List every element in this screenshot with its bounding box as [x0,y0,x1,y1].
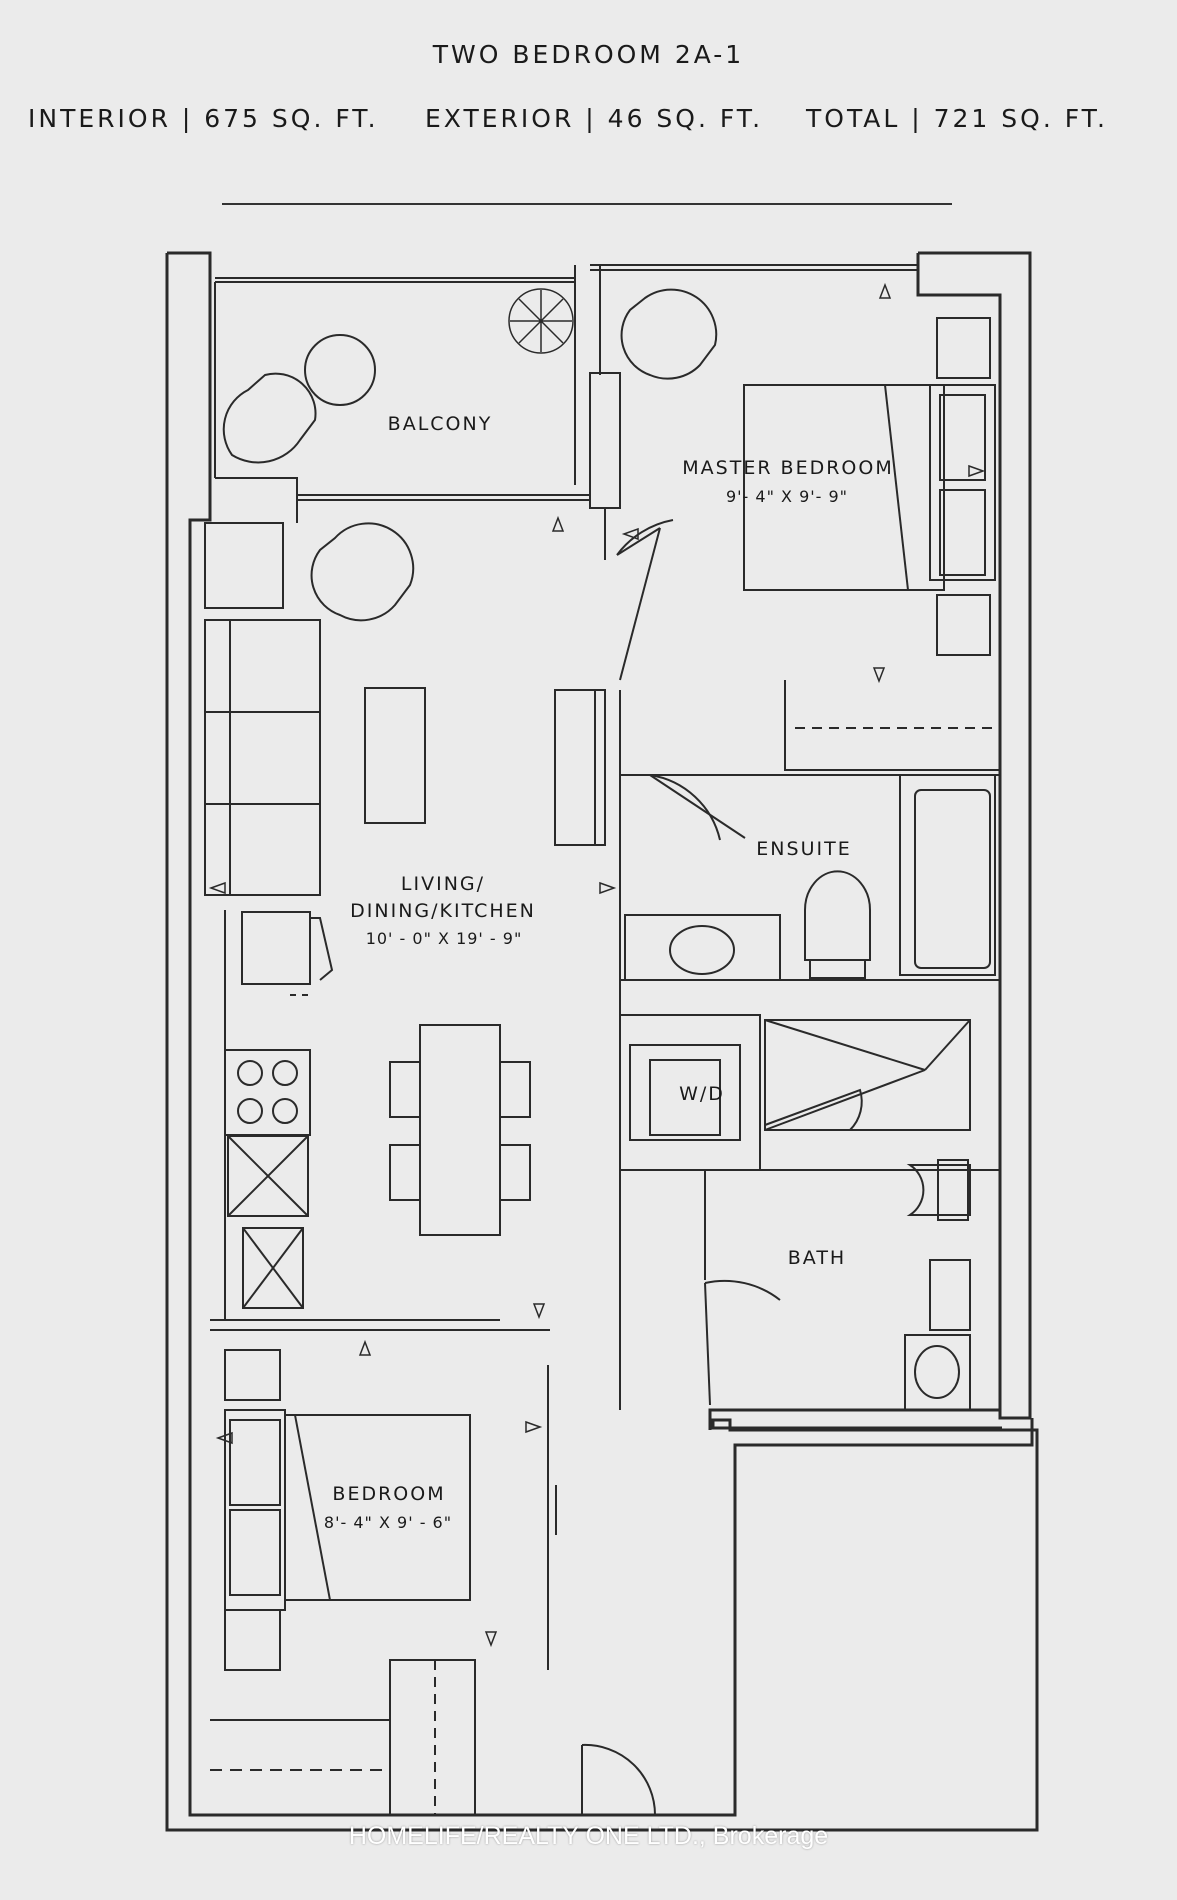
master-bedroom-dims: 9'- 4" X 9'- 9" [725,487,849,506]
living-dims: 10' - 0" X 19' - 9" [365,929,523,948]
total-area: TOTAL | 721 SQ. FT. [806,104,1108,133]
ensuite-area [620,774,1000,981]
view-markers [208,282,986,1648]
balcony-area [214,265,590,523]
bedroom-area [210,1329,657,1816]
header-divider [222,203,952,205]
living-label-line2: DINING/KITCHEN [350,900,536,922]
exterior-walls [165,251,1039,1832]
master-bedroom-area [589,264,1000,771]
laundry-label: W/D [679,1083,725,1105]
bath-area [704,1019,1000,1411]
interior-area: INTERIOR | 675 SQ. FT. [28,104,379,133]
bath-label: BATH [787,1247,847,1269]
master-bedroom-label: MASTER BEDROOM [682,457,894,479]
bedroom-dims: 8'- 4" X 9' - 6" [323,1513,453,1532]
balcony-label: BALCONY [387,413,493,435]
brokerage-watermark: HOMELIFE/REALTY ONE LTD., Brokerage [348,1822,829,1850]
laundry-area [619,1014,761,1171]
plan-title: TWO BEDROOM 2A-1 [432,40,745,69]
living-label-line1: LIVING/ [400,873,486,895]
exterior-area: EXTERIOR | 46 SQ. FT. [425,104,764,133]
bedroom-label: BEDROOM [332,1483,446,1505]
living-area [204,522,621,1410]
ensuite-label: ENSUITE [756,838,852,860]
